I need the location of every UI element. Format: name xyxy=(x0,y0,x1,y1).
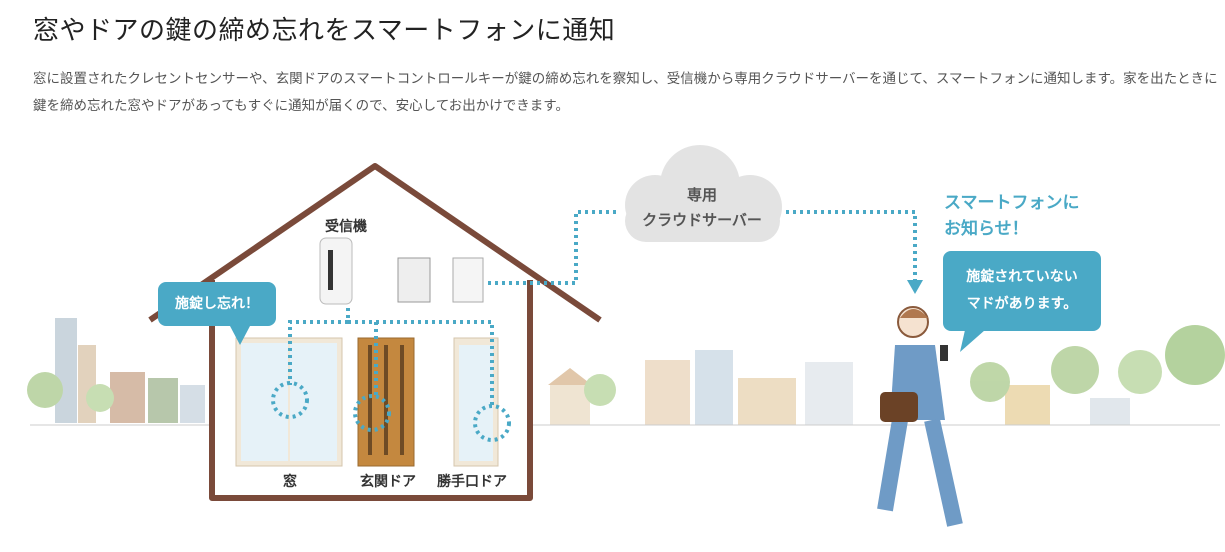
connection-lines xyxy=(271,210,917,442)
window-label: 窓 xyxy=(283,474,297,490)
phone-bubble-line-2: マドがあります。 xyxy=(966,296,1078,312)
forgot-lock-bubble: 施錠し忘れ！ xyxy=(158,282,276,326)
cloud-icon xyxy=(625,145,782,242)
front-door-illustration xyxy=(357,337,415,467)
router-device xyxy=(397,257,431,303)
notify-line-2: お知らせ！ xyxy=(944,219,1029,239)
person-illustration xyxy=(877,306,963,527)
arrow-down-icon xyxy=(907,280,923,294)
page-title: 窓やドアの鍵の締め忘れをスマートフォンに通知 xyxy=(33,16,616,46)
notify-line-1: スマートフォンに xyxy=(944,193,1080,213)
window-illustration xyxy=(235,337,343,467)
cloud-server-label: 専用 クラウドサーバー xyxy=(622,183,782,233)
modem-device xyxy=(452,257,484,303)
notify-heading: スマートフォンに お知らせ！ xyxy=(944,190,1080,242)
phone-notification-bubble: 施錠されていない マドがあります。 xyxy=(943,251,1101,331)
cloud-line-1: 専用 xyxy=(686,186,717,204)
phone-bubble-line-1: 施錠されていない xyxy=(966,269,1078,285)
front-door-label: 玄関ドア xyxy=(360,474,416,490)
page-description: 窓に設置されたクレセントセンサーや、玄関ドアのスマートコントロールキーが鍵の締め… xyxy=(33,71,1218,114)
town-left xyxy=(27,318,205,423)
town-right xyxy=(548,325,1225,425)
cloud-line-2: クラウドサーバー xyxy=(642,211,762,229)
back-door-label: 勝手口ドア xyxy=(437,474,507,490)
house xyxy=(148,163,602,501)
receiver-device xyxy=(319,237,353,305)
receiver-label: 受信機 xyxy=(325,219,367,235)
